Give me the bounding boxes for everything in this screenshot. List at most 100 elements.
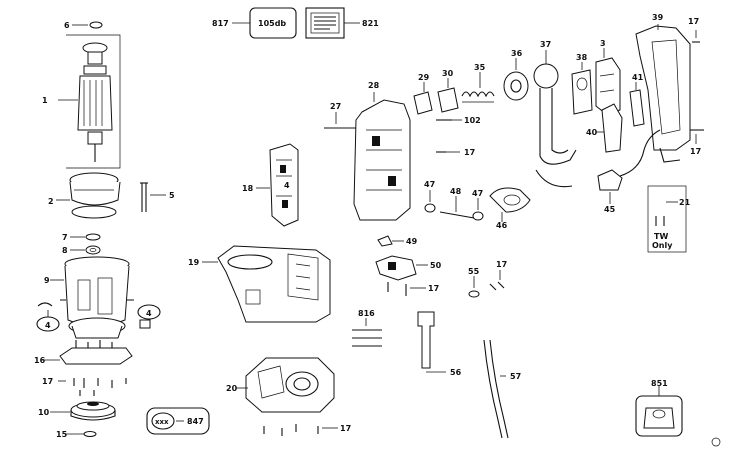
label-21: 21	[679, 198, 691, 207]
part-39-rear-handle	[635, 24, 691, 163]
callout-847-label: 847	[187, 417, 204, 426]
part-851-case	[635, 386, 683, 437]
part-36-collar	[503, 58, 529, 101]
part-3-handle-half	[595, 48, 621, 115]
label-821: 821	[362, 19, 379, 28]
label-4b: 4	[146, 309, 152, 318]
part-41-lever	[629, 82, 645, 127]
part-47-nut-left	[424, 190, 436, 213]
label-17g: 17	[690, 147, 701, 156]
part-38-cap	[571, 62, 593, 115]
part-45-cable-assembly	[597, 129, 661, 204]
label-36: 36	[511, 49, 523, 58]
label-37: 37	[540, 40, 551, 49]
label-5: 5	[169, 191, 175, 200]
part-9-motor-housing	[50, 256, 134, 339]
label-35: 35	[474, 63, 486, 72]
label-47b: 47	[472, 189, 483, 198]
label-4c: 4	[284, 181, 290, 190]
label-17b: 17	[340, 424, 351, 433]
part-19-gear-housing	[202, 245, 331, 323]
corner-mark	[711, 437, 721, 447]
part-6-nut	[72, 21, 103, 29]
label-56: 56	[450, 368, 462, 377]
part-17-screws-left	[58, 378, 127, 396]
callout-847	[146, 407, 210, 435]
callout-xxx: xxx	[155, 418, 169, 426]
label-7: 7	[62, 233, 68, 242]
label-4a: 4	[45, 321, 51, 330]
label-49: 49	[406, 237, 418, 246]
label-6: 6	[64, 21, 70, 30]
part-8-bearing	[70, 245, 101, 255]
part-55-cap	[468, 276, 480, 298]
label-40: 40	[586, 128, 598, 137]
part-28-main-housing	[353, 92, 411, 221]
label-851: 851	[651, 379, 668, 388]
label-2: 2	[48, 197, 54, 206]
part-817-label-box	[232, 7, 297, 39]
part-17-screws-switch	[387, 282, 426, 296]
part-5-screws	[140, 182, 166, 212]
part-21-tw-only-box	[647, 185, 687, 253]
part-35-spring	[461, 72, 495, 103]
label-18: 18	[242, 184, 254, 193]
label-38: 38	[576, 53, 588, 62]
label-17f: 17	[496, 260, 507, 269]
part-46-side-handle	[489, 169, 573, 222]
label-20: 20	[226, 384, 238, 393]
part-18-switch-bracket	[256, 143, 299, 227]
label-17d: 17	[464, 148, 475, 157]
part-49-clip	[377, 235, 404, 247]
label-39: 39	[652, 13, 664, 22]
label-50: 50	[430, 261, 442, 270]
label-19: 19	[188, 258, 200, 267]
label-817: 817	[212, 19, 229, 28]
label-48: 48	[450, 187, 462, 196]
part-47-nut-right	[472, 198, 484, 221]
part-16-brush-plate	[42, 340, 133, 365]
label-16: 16	[34, 356, 46, 365]
part-57-cable	[483, 339, 509, 439]
part-7-ring	[70, 233, 101, 241]
label-8: 8	[62, 246, 68, 255]
tw-only-line2: Only	[652, 241, 673, 250]
label-17e: 17	[428, 284, 439, 293]
label-17c: 17	[688, 17, 699, 26]
label-102: 102	[464, 116, 481, 125]
label-3: 3	[600, 39, 606, 48]
label-816: 816	[358, 309, 375, 318]
part-30-block	[437, 78, 459, 113]
label-47a: 47	[424, 180, 435, 189]
label-28: 28	[368, 81, 380, 90]
part-17-screw-top-right	[692, 30, 700, 43]
part-816-bracket	[352, 318, 382, 347]
part-821-manual-box	[305, 7, 360, 39]
label-29: 29	[418, 73, 430, 82]
part-20-front-housing	[236, 357, 335, 413]
label-45: 45	[604, 205, 616, 214]
part-17-screws-55	[489, 270, 505, 291]
part-40-rear-bracket	[596, 103, 623, 153]
label-9: 9	[44, 276, 50, 285]
part-50-switch	[375, 255, 428, 281]
part-1-armature	[58, 34, 121, 169]
label-10: 10	[38, 408, 50, 417]
tw-only-line1: TW	[654, 232, 668, 241]
decibel-label: 105db	[258, 19, 286, 28]
label-1: 1	[42, 96, 48, 105]
part-17-screws-bottom	[263, 424, 338, 436]
part-48-shaft	[439, 196, 475, 219]
part-56-tool-bit	[417, 311, 446, 373]
part-2-fan	[56, 172, 121, 219]
label-46: 46	[496, 221, 508, 230]
label-55: 55	[468, 267, 480, 276]
label-27: 27	[330, 102, 341, 111]
label-17a: 17	[42, 377, 53, 386]
part-4-clip-left	[36, 302, 60, 332]
part-4-clip-right	[137, 304, 161, 329]
label-41: 41	[632, 73, 644, 82]
part-29-bushing	[413, 82, 433, 115]
